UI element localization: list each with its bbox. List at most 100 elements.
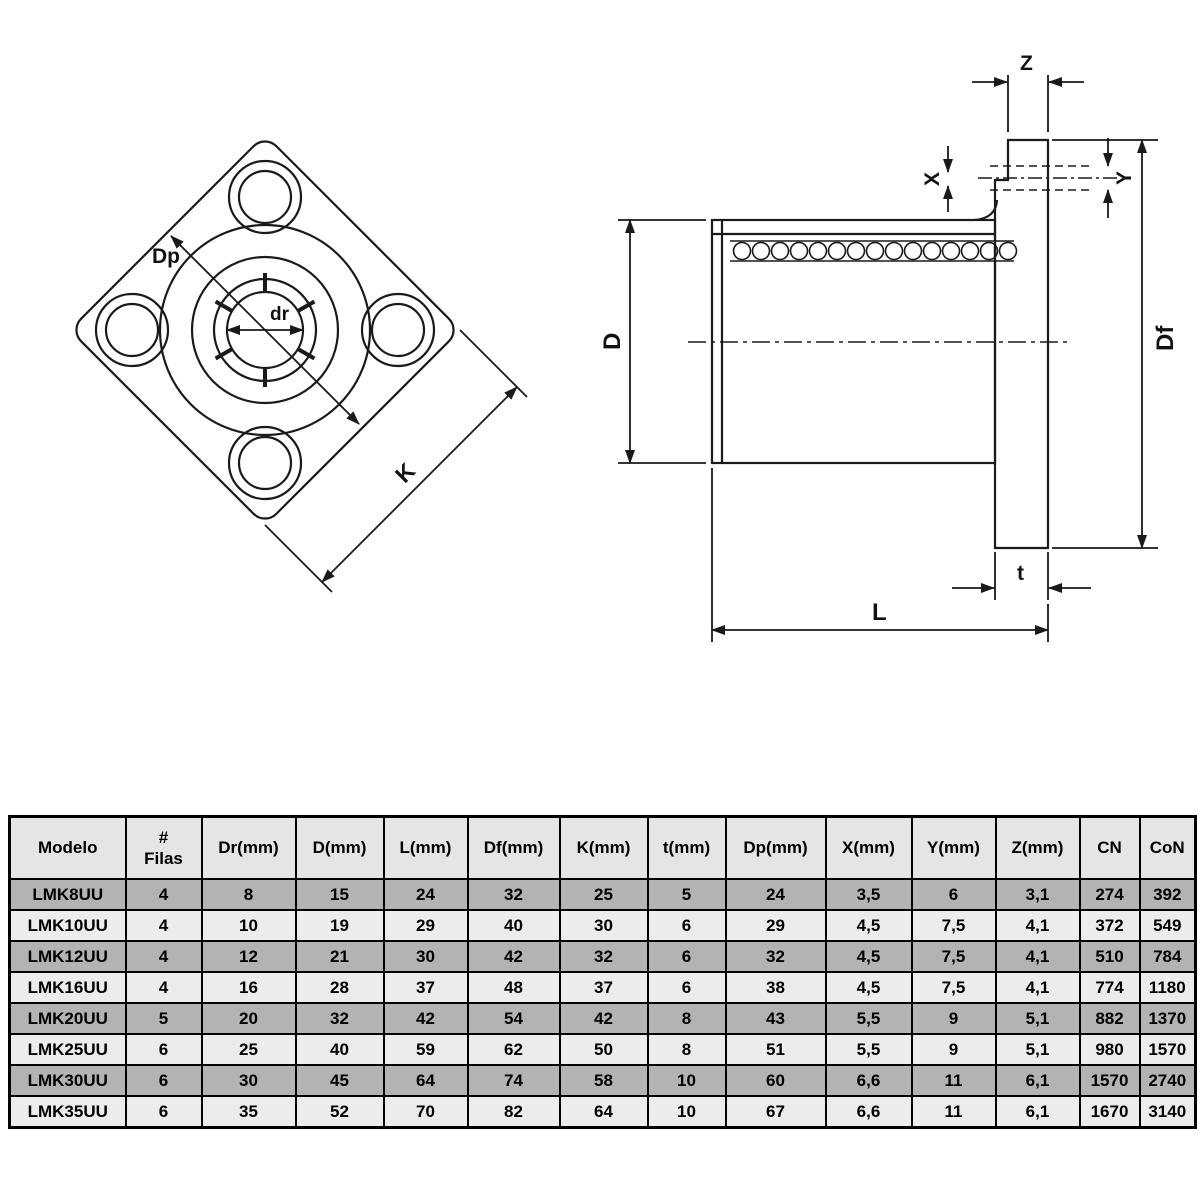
value-cell: 1570: [1138, 1033, 1197, 1066]
header-x: X(mm): [824, 815, 913, 880]
value-cell: 40: [294, 1033, 385, 1066]
bolt-hole-right: [360, 292, 436, 368]
model-cell: LMK12UU: [8, 940, 127, 973]
value-cell: 50: [558, 1033, 649, 1066]
value-cell: 6,6: [824, 1095, 913, 1129]
header-k: K(mm): [558, 815, 649, 880]
value-cell: 24: [724, 878, 827, 911]
value-cell: 3,5: [824, 878, 913, 911]
value-cell: 11: [910, 1095, 997, 1129]
z-label: Z: [1020, 52, 1033, 75]
value-cell: 45: [294, 1064, 385, 1097]
value-cell: 5,1: [994, 1033, 1081, 1066]
value-cell: 12: [200, 940, 297, 973]
value-cell: 64: [558, 1095, 649, 1129]
value-cell: 7,5: [910, 940, 997, 973]
front-view: Dp dr K: [75, 140, 528, 593]
value-cell: 10: [646, 1095, 727, 1129]
header-con: CoN: [1138, 815, 1197, 880]
value-cell: 4: [124, 878, 203, 911]
value-cell: 5,5: [824, 1002, 913, 1035]
header-l: L(mm): [382, 815, 469, 880]
value-cell: 4,5: [824, 971, 913, 1004]
value-cell: 42: [466, 940, 561, 973]
value-cell: 32: [466, 878, 561, 911]
value-cell: 8: [646, 1002, 727, 1035]
header-z: Z(mm): [994, 815, 1081, 880]
technical-drawing: Dp dr K: [0, 20, 1200, 780]
value-cell: 882: [1078, 1002, 1141, 1035]
header-y: Y(mm): [910, 815, 997, 880]
bolt-hole-top: [227, 159, 303, 235]
flange-fillet: [974, 199, 999, 222]
value-cell: 29: [382, 909, 469, 942]
flange-outline: [993, 138, 1050, 550]
value-cell: 9: [910, 1033, 997, 1066]
value-cell: 6: [124, 1064, 203, 1097]
dp-label: Dp: [152, 245, 180, 268]
value-cell: 62: [466, 1033, 561, 1066]
value-cell: 3,1: [994, 878, 1081, 911]
dr-label: dr: [270, 304, 290, 325]
value-cell: 40: [466, 909, 561, 942]
t-label: t: [1017, 562, 1024, 585]
model-cell: LMK8UU: [8, 878, 127, 911]
value-cell: 30: [382, 940, 469, 973]
spec-table: Modelo # Filas Dr(mm) D(mm) L(mm) Df(mm)…: [8, 815, 1197, 1129]
value-cell: 372: [1078, 909, 1141, 942]
value-cell: 1180: [1138, 971, 1197, 1004]
value-cell: 24: [382, 878, 469, 911]
value-cell: 6: [124, 1033, 203, 1066]
k-extension-line-1: [264, 524, 333, 593]
model-cell: LMK25UU: [8, 1033, 127, 1066]
header-filas: # Filas: [124, 815, 203, 880]
value-cell: 59: [382, 1033, 469, 1066]
ball-row: [730, 240, 1018, 262]
drawing-svg: Dp dr K: [75, 52, 1179, 642]
value-cell: 25: [200, 1033, 297, 1066]
value-cell: 30: [200, 1064, 297, 1097]
l-label: L: [872, 599, 887, 626]
header-modelo: Modelo: [8, 815, 127, 880]
value-cell: 6: [124, 1095, 203, 1129]
value-cell: 20: [200, 1002, 297, 1035]
value-cell: 7,5: [910, 971, 997, 1004]
centerlines: [688, 165, 1120, 343]
header-t: t(mm): [646, 815, 727, 880]
dp-dimension-line: [170, 235, 360, 425]
value-cell: 42: [558, 1002, 649, 1035]
header-dp: Dp(mm): [724, 815, 827, 880]
value-cell: 2740: [1138, 1064, 1197, 1097]
value-cell: 5,5: [824, 1033, 913, 1066]
value-cell: 38: [724, 971, 827, 1004]
value-cell: 60: [724, 1064, 827, 1097]
model-cell: LMK16UU: [8, 971, 127, 1004]
value-cell: 67: [724, 1095, 827, 1129]
value-cell: 37: [558, 971, 649, 1004]
value-cell: 1370: [1138, 1002, 1197, 1035]
value-cell: 6,1: [994, 1064, 1081, 1097]
value-cell: 15: [294, 878, 385, 911]
side-view-dimensions: [618, 75, 1158, 642]
side-view: Z X Y D Df t L: [599, 52, 1179, 642]
value-cell: 21: [294, 940, 385, 973]
value-cell: 16: [200, 971, 297, 1004]
value-cell: 6: [646, 940, 727, 973]
value-cell: 51: [724, 1033, 827, 1066]
value-cell: 392: [1138, 878, 1197, 911]
value-cell: 4,5: [824, 909, 913, 942]
header-d: D(mm): [294, 815, 385, 880]
value-cell: 10: [200, 909, 297, 942]
value-cell: 70: [382, 1095, 469, 1129]
value-cell: 10: [646, 1064, 727, 1097]
value-cell: 58: [558, 1064, 649, 1097]
x-label: X: [921, 172, 944, 186]
value-cell: 4: [124, 940, 203, 973]
value-cell: 32: [294, 1002, 385, 1035]
